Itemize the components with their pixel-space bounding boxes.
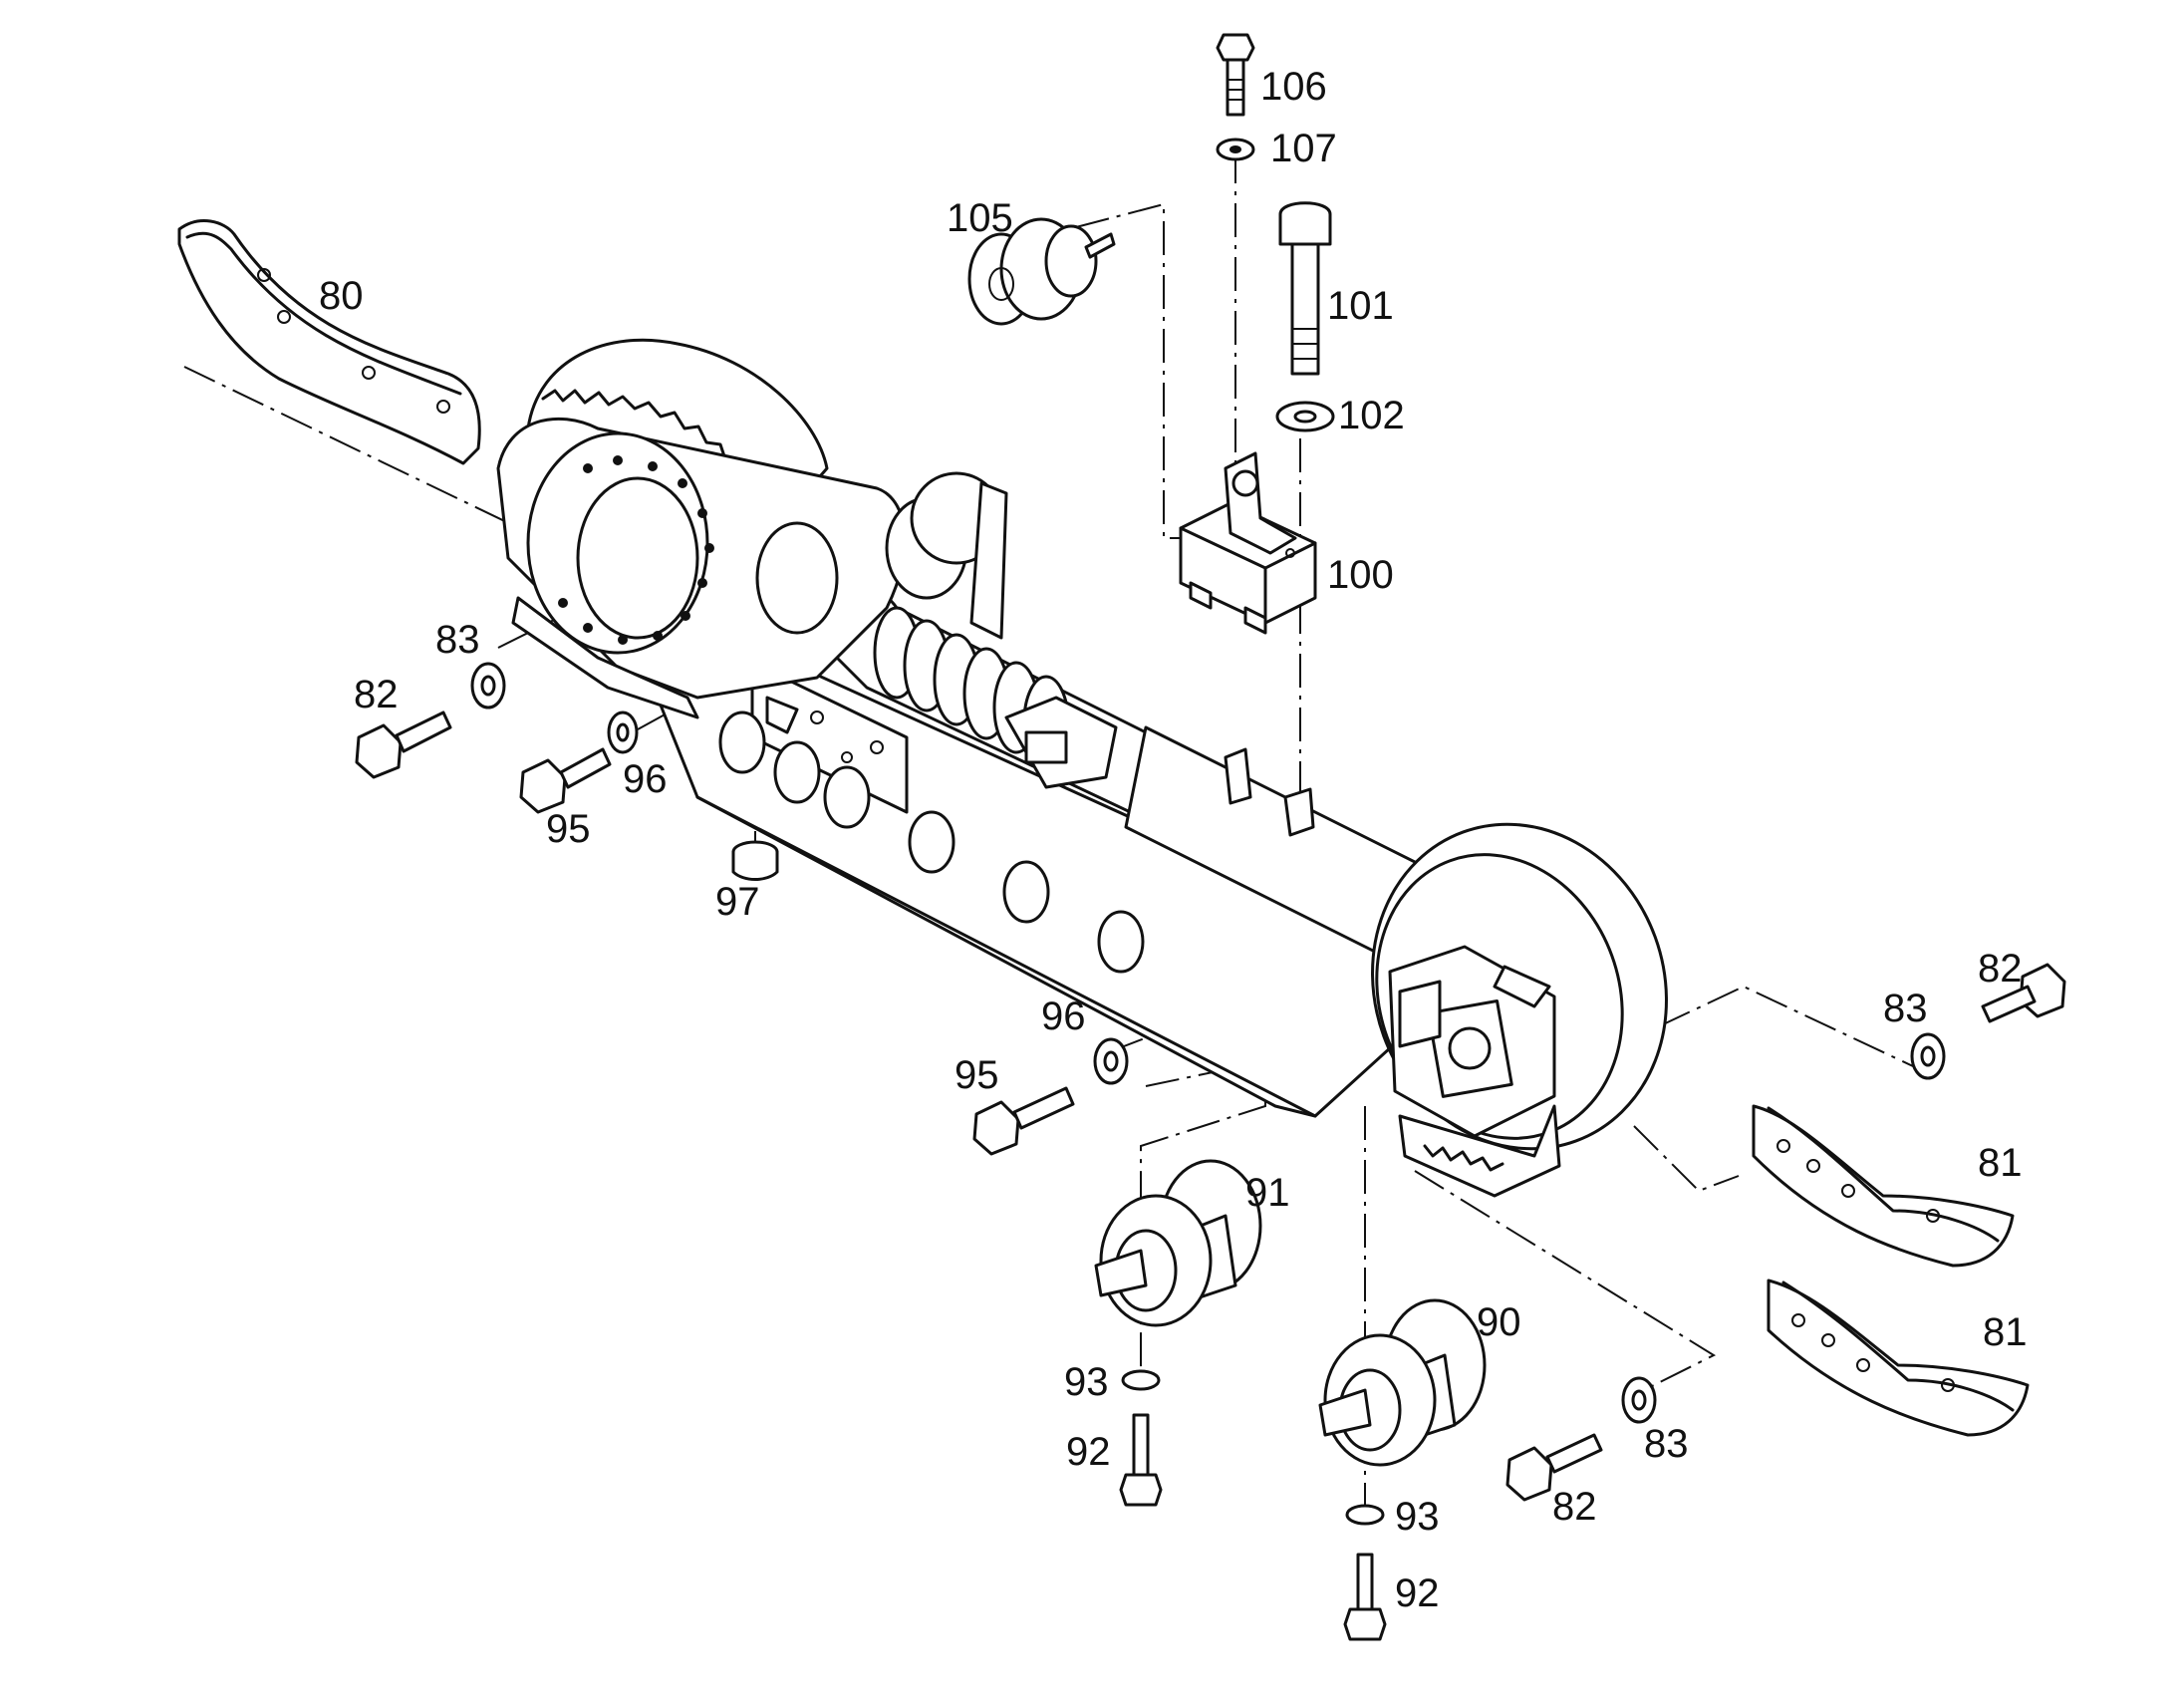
- label-97: 97: [715, 880, 760, 924]
- label-82-front: 82: [1978, 947, 2023, 991]
- part-labels: 80 81 81 82 82 82 83 83 83 90 91 92 92 9…: [319, 65, 2028, 1615]
- part-90-track-roller: [1318, 1298, 1487, 1467]
- part-105-carrier-roller: [967, 217, 1116, 326]
- part-83-washer-rear: [470, 662, 506, 710]
- label-82-rear: 82: [354, 673, 399, 716]
- label-92-right: 92: [1395, 1571, 1440, 1615]
- part-93-washer-right: [1345, 1504, 1385, 1526]
- part-92-bolt-right: [1343, 1553, 1387, 1641]
- part-92-bolt-left: [1119, 1413, 1163, 1507]
- label-102: 102: [1338, 394, 1405, 437]
- part-100-mounting-block: [1179, 451, 1317, 635]
- part-101-bolt: [1278, 201, 1332, 376]
- label-83-rear: 83: [435, 618, 480, 662]
- label-106: 106: [1260, 65, 1327, 109]
- label-96-front: 96: [1041, 995, 1086, 1038]
- part-96-washer-front: [1093, 1037, 1129, 1085]
- part-83-washer-lower: [1621, 1376, 1657, 1424]
- part-81-track-guard-upper: [1752, 1104, 2015, 1268]
- label-83-lower: 83: [1644, 1422, 1689, 1466]
- label-81-upper: 81: [1978, 1141, 2023, 1185]
- bottom-rollers: [718, 711, 1145, 974]
- front-idler: [1371, 822, 1668, 1198]
- label-95-front: 95: [955, 1053, 999, 1097]
- part-102-washer: [1275, 401, 1335, 432]
- label-107: 107: [1270, 127, 1337, 170]
- part-82-bolt-front-top: [1981, 963, 2066, 1023]
- label-80: 80: [319, 274, 364, 318]
- label-101: 101: [1327, 284, 1394, 328]
- part-82-bolt-lower: [1505, 1433, 1603, 1502]
- part-83-washer-front-top: [1910, 1032, 1946, 1080]
- label-93-right: 93: [1395, 1495, 1440, 1539]
- part-97-plug: [731, 840, 779, 881]
- label-92-left: 92: [1066, 1430, 1111, 1474]
- label-96-rear: 96: [623, 757, 668, 801]
- part-95-bolt-front: [972, 1086, 1075, 1156]
- label-95-rear: 95: [546, 807, 591, 851]
- track-frame: [656, 589, 1437, 1118]
- part-107-washer: [1216, 138, 1255, 161]
- part-82-bolt-rear: [355, 711, 452, 779]
- label-83-front: 83: [1883, 987, 1928, 1030]
- label-81-lower: 81: [1983, 1310, 2028, 1354]
- final-drive-housing: [496, 338, 1008, 719]
- label-90: 90: [1477, 1300, 1521, 1344]
- part-95-bolt-rear: [519, 747, 612, 814]
- part-96-washer-rear: [607, 711, 639, 754]
- part-91-track-roller: [1094, 1159, 1262, 1327]
- label-100: 100: [1327, 553, 1394, 597]
- label-82-lower: 82: [1552, 1485, 1597, 1529]
- label-105: 105: [947, 196, 1013, 240]
- part-81-track-guard-lower: [1767, 1279, 2030, 1437]
- label-91: 91: [1245, 1171, 1290, 1215]
- part-80-track-guard: [177, 219, 481, 465]
- part-106-bolt: [1216, 33, 1255, 117]
- part-93-washer-left: [1121, 1369, 1161, 1391]
- bolt-circle: [558, 455, 714, 645]
- label-93-left: 93: [1064, 1360, 1109, 1404]
